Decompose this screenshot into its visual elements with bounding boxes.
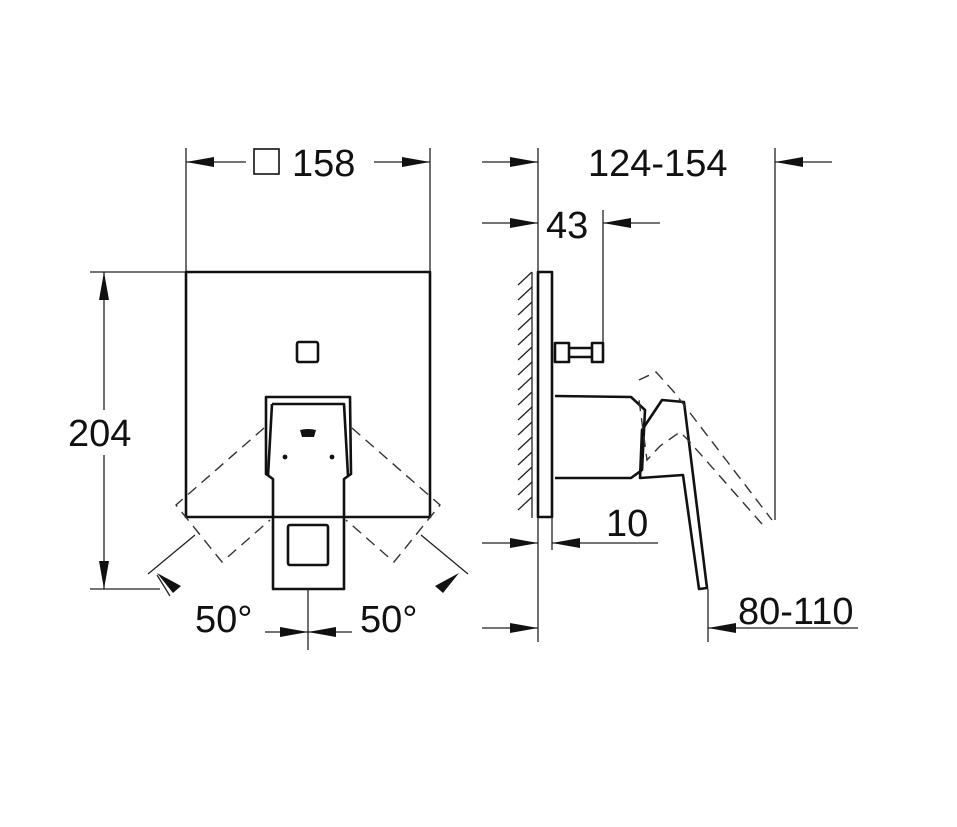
angle-right: 50°: [360, 534, 469, 641]
lever-front: [264, 395, 353, 591]
lever-side: [638, 398, 709, 591]
lever-rotation-dashed: [175, 427, 441, 564]
lever-square-inset: [286, 523, 330, 567]
plate-thickness-dimension: 10: [482, 503, 658, 550]
plate-thickness-label: 10: [606, 503, 648, 545]
angle-left-label: 50°: [195, 599, 252, 641]
wall-hatching: [517, 271, 533, 518]
height-dimension: 204: [68, 271, 186, 590]
side-view: 124-154 43: [482, 143, 858, 642]
angle-right-label: 50°: [360, 599, 417, 641]
cartridge-body: [554, 394, 647, 480]
front-view: 158 204: [68, 143, 469, 650]
overall-depth-dimension: 124-154: [482, 143, 832, 520]
height-label: 204: [68, 413, 131, 455]
square-symbol-icon: [253, 148, 280, 175]
width-label: 158: [292, 143, 355, 185]
wall-offset-dimension: 80-110: [482, 589, 858, 642]
angle-left: 50°: [147, 534, 252, 641]
cover-plate: [184, 270, 432, 519]
spindle-depth-dimension: 43: [482, 205, 660, 343]
diverter-knob: [295, 340, 320, 364]
overall-depth-label: 124-154: [588, 143, 727, 185]
wall-offset-label: 80-110: [738, 591, 854, 633]
plate-side: [536, 270, 554, 519]
lever-raised-dashed: [638, 371, 773, 525]
spindle-depth-label: 43: [546, 205, 588, 247]
width-dimension: 158: [186, 143, 430, 185]
logo-mark: [300, 429, 316, 437]
diverter-spindle: [553, 341, 605, 364]
